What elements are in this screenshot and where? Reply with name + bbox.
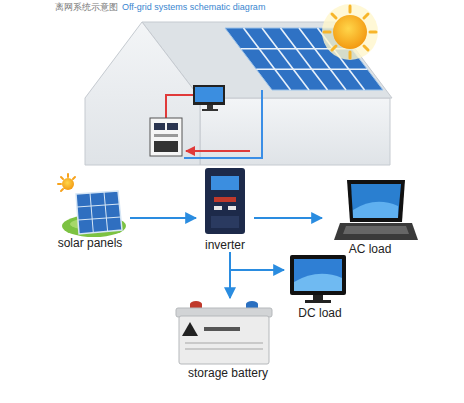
laptop-icon — [334, 180, 418, 240]
battery-icon — [176, 301, 272, 364]
node-label: DC load — [298, 306, 341, 320]
node-label: storage battery — [188, 366, 268, 380]
flow-arrow — [130, 217, 196, 219]
flow-arrow — [229, 252, 231, 298]
solar-panel-icon — [58, 174, 126, 237]
flow-arrow — [230, 252, 284, 270]
battery-node: storage battery — [168, 298, 288, 380]
house-monitor — [193, 85, 225, 111]
node-label: inverter — [205, 238, 245, 252]
house-inverter — [150, 118, 182, 156]
ac-load-node: AC load — [322, 176, 418, 256]
sun — [322, 4, 378, 60]
inverter-icon — [205, 168, 245, 234]
solar-panels-node: solar panels — [50, 172, 130, 250]
flow-arrow — [254, 217, 322, 219]
heading-title: Off-grid systems schematic diagram — [122, 2, 265, 13]
inverter-node: inverter — [196, 165, 254, 252]
tv-icon — [290, 255, 346, 303]
node-label: AC load — [349, 242, 392, 256]
heading-chinese: 离网系统示意图 — [55, 2, 118, 13]
dc-load-node: DC load — [284, 252, 356, 320]
node-label: solar panels — [58, 236, 123, 250]
